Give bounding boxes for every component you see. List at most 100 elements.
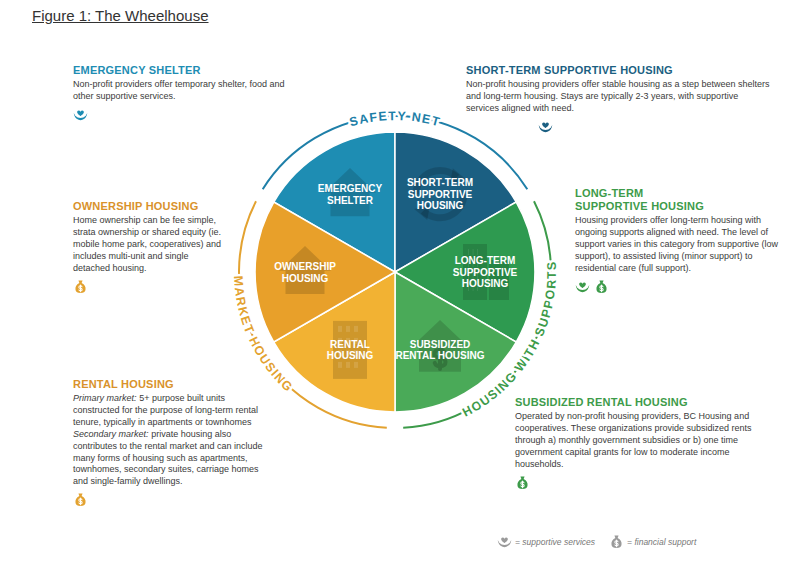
window-icon <box>338 362 342 368</box>
icon-row <box>73 492 268 507</box>
financial-support-icon <box>73 279 88 294</box>
segment-label: RENTAL HOUSING <box>310 338 390 361</box>
dollar-icon <box>79 285 82 292</box>
legend-icon <box>497 534 512 549</box>
segment-label-box: EMERGENCY SHELTER <box>310 183 390 206</box>
description-block: SHORT-TERM SUPPORTIVE HOUSING Non-profit … <box>466 64 771 134</box>
icon-path <box>579 282 586 287</box>
segment-label-box: OWNERSHIP HOUSING <box>263 261 347 284</box>
description-paragraph: Secondary market:private housing also co… <box>73 429 268 488</box>
segment-label: LONG-TERM SUPPORTIVE HOUSING <box>443 255 527 290</box>
icon-path <box>75 280 85 293</box>
description-block: RENTAL HOUSING Primary market:5+ purpose … <box>73 378 268 507</box>
icon-row <box>575 279 787 294</box>
description-heading: OWNERSHIP HOUSING <box>73 200 223 213</box>
financial-support-icon <box>515 475 530 490</box>
segment-label: OWNERSHIP HOUSING <box>263 261 347 284</box>
description-heading: SUBSIDIZED RENTAL HOUSING <box>515 396 777 409</box>
description-paragraph: Non-profit providers offer temporary she… <box>73 79 298 103</box>
ring-label-text: SAFETY NET <box>348 109 442 129</box>
description-text: Operated by non-profit housing providers… <box>515 411 751 469</box>
segment-label-box: RENTAL HOUSING <box>310 338 390 361</box>
icon-path <box>517 476 527 489</box>
financial-support-icon <box>73 492 88 507</box>
segment-label-box: SUBSIDIZED RENTAL HOUSING <box>394 338 486 361</box>
dollar-icon <box>521 481 524 488</box>
legend-text: = supportive services <box>515 537 595 547</box>
icon-row <box>73 107 298 122</box>
legend: = supportive services = financial support <box>497 534 710 549</box>
segment-wedge <box>395 272 516 412</box>
icon-path <box>498 540 512 547</box>
segment-label-box: LONG-TERM SUPPORTIVE HOUSING <box>443 255 527 290</box>
description-text: Home ownership can be fee simple, strata… <box>73 215 221 273</box>
icon-row <box>73 279 223 294</box>
supportive-services-icon <box>575 279 590 294</box>
segment-label: EMERGENCY SHELTER <box>310 183 390 206</box>
dollar-icon <box>79 498 82 505</box>
description-paragraph: RENTAL HOUSING <box>73 378 268 391</box>
description-heading: EMERGENCY SHELTER <box>73 64 298 77</box>
window-icon <box>500 289 501 295</box>
description-block: EMERGENCY SHELTER Non-profit providers of… <box>73 64 298 122</box>
icon-row <box>515 475 777 490</box>
description-text: Non-profit housing providers offer stabl… <box>466 79 770 113</box>
description-paragraph: Operated by non-profit housing providers… <box>515 411 777 470</box>
financial-support-icon <box>594 279 609 294</box>
description-block: OWNERSHIP HOUSING Home ownership can be f… <box>73 200 223 294</box>
icon-path <box>501 538 508 543</box>
icon-row <box>466 119 771 134</box>
description-heading: RENTAL HOUSING <box>73 378 268 391</box>
window-icon <box>472 249 474 255</box>
window-icon <box>494 289 495 295</box>
segment-wedge <box>255 202 395 342</box>
window-icon <box>346 326 350 332</box>
window-icon <box>497 289 498 295</box>
legend-item: = financial support <box>609 534 696 549</box>
icon-path <box>77 110 84 115</box>
window-icon <box>354 326 358 332</box>
description-text: Housing providers offer long-term housin… <box>575 215 778 273</box>
description-paragraph: Home ownership can be fee simple, strata… <box>73 215 223 274</box>
icon-path <box>596 280 606 293</box>
supportive-services-icon <box>73 107 88 122</box>
icon-path <box>539 125 553 132</box>
segment-label: SUBSIDIZED RENTAL HOUSING <box>394 338 486 361</box>
window-icon <box>354 362 358 368</box>
dollar-icon <box>600 285 603 292</box>
window-icon <box>346 362 350 368</box>
description-paragraph: SUBSIDIZED RENTAL HOUSING <box>515 396 777 409</box>
description-paragraph: Housing providers offer long-term housin… <box>575 215 787 274</box>
window-icon <box>338 326 342 332</box>
description-block: SUBSIDIZED RENTAL HOUSING Operated by non… <box>515 396 777 490</box>
icon-path <box>75 494 85 507</box>
description-block: LONG-TERM SUPPORTIVE HOUSINGHousing prov… <box>575 187 787 294</box>
market-term: Secondary market: <box>73 429 149 439</box>
icon-path <box>576 285 590 292</box>
segment-label: SHORT-TERM SUPPORTIVE HOUSING <box>398 177 482 212</box>
market-term: Primary market: <box>73 393 137 403</box>
legend-icon <box>609 534 624 549</box>
description-heading: LONG-TERM SUPPORTIVE HOUSING <box>575 187 710 213</box>
figure-title: Figure 1: The Wheelhouse <box>32 7 209 24</box>
description-paragraph: OWNERSHIP HOUSING <box>73 200 223 213</box>
legend-item: = supportive services <box>497 534 595 549</box>
legend-text: = financial support <box>627 537 696 547</box>
window-icon <box>468 249 470 255</box>
description-heading: SHORT-TERM SUPPORTIVE HOUSING <box>466 64 771 77</box>
description-paragraph: Non-profit housing providers offer stabl… <box>466 79 771 115</box>
icon-path <box>542 122 549 127</box>
description-text: Non-profit providers offer temporary she… <box>73 79 284 101</box>
window-icon <box>477 249 479 255</box>
description-paragraph: Primary market:5+ purpose built units co… <box>73 393 268 429</box>
supportive-services-icon <box>538 119 553 134</box>
ring-label: SAFETY NET <box>348 109 442 129</box>
dollar-icon <box>615 540 618 547</box>
description-paragraph: EMERGENCY SHELTER <box>73 64 298 77</box>
description-paragraph: SHORT-TERM SUPPORTIVE HOUSING <box>466 64 771 77</box>
icon-path <box>74 113 88 120</box>
description-paragraph: LONG-TERM SUPPORTIVE HOUSING <box>575 187 787 213</box>
icon-path <box>611 535 621 548</box>
segment-label-box: SHORT-TERM SUPPORTIVE HOUSING <box>398 177 482 212</box>
